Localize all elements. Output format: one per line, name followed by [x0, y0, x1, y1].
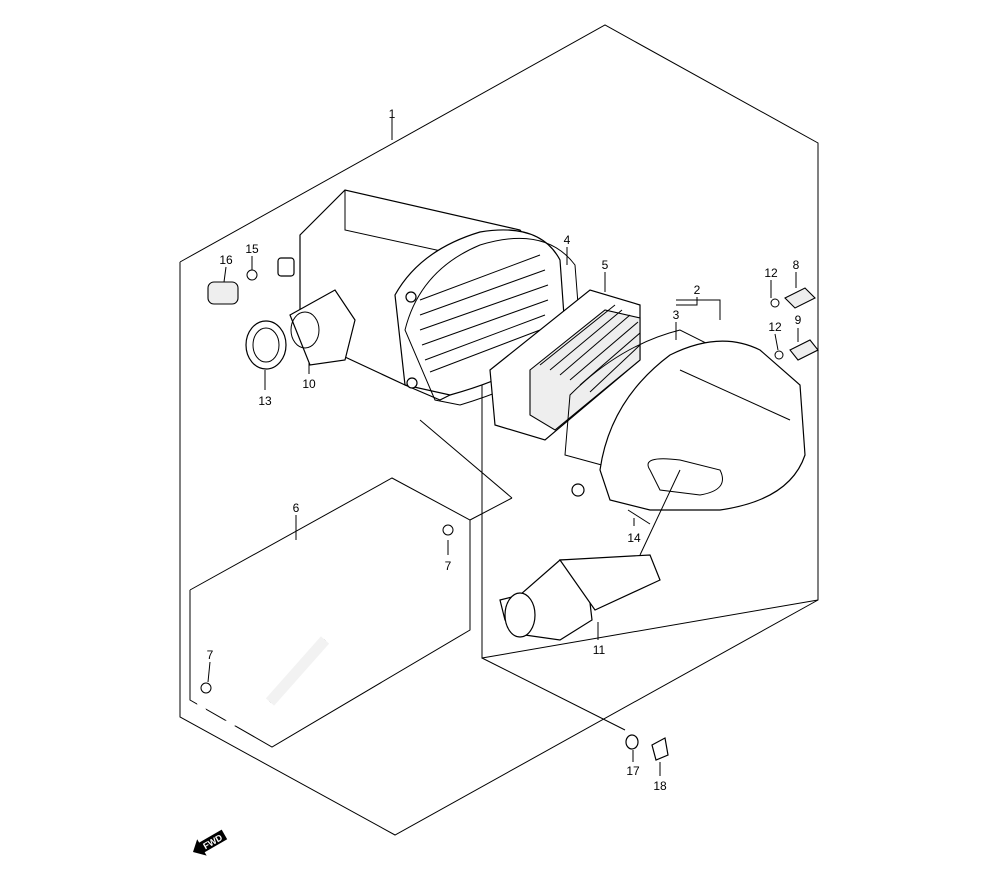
callout-6: 6 — [293, 501, 300, 515]
cover-gasket — [564, 329, 711, 471]
callout-11: 11 — [593, 643, 606, 657]
callout-15: 15 — [245, 242, 259, 256]
clamp — [245, 320, 287, 370]
callout-3: 3 — [673, 308, 680, 322]
callout-17: 17 — [626, 764, 640, 778]
callout-5: 5 — [602, 258, 609, 272]
air-filter-element — [489, 289, 641, 441]
washer — [625, 734, 639, 750]
cap — [207, 281, 239, 305]
callout-8: 8 — [793, 258, 800, 272]
callout-1: 1 — [389, 107, 396, 121]
intake-duct — [289, 289, 356, 366]
callout-18: 18 — [653, 779, 667, 793]
air-cleaner-cover — [571, 340, 806, 511]
clip — [246, 269, 258, 281]
drain-plug — [789, 339, 819, 361]
callout-9: 9 — [795, 313, 802, 327]
assembly-outline — [179, 24, 819, 836]
callout-13: 13 — [258, 394, 272, 408]
callout-7: 7 — [207, 648, 214, 662]
callout-16: 16 — [219, 253, 233, 267]
callout-12: 12 — [764, 266, 778, 280]
callout-14: 14 — [627, 531, 641, 545]
bolt — [651, 737, 669, 761]
plug — [784, 287, 816, 309]
callout-12: 12 — [768, 320, 782, 334]
screw — [627, 509, 651, 525]
hose-subbox — [189, 419, 513, 748]
callout-labels: 1 2 3 4 5 6 7 7 8 9 10 11 12 12 13 14 15… — [207, 107, 802, 793]
leader-lines — [207, 247, 799, 776]
small-parts — [196, 269, 819, 761]
fwd-arrow-icon: FWD — [193, 829, 228, 856]
callout-4: 4 — [564, 233, 571, 247]
callout-2: 2 — [694, 283, 701, 297]
callout-7: 7 — [445, 559, 452, 573]
callout-10: 10 — [302, 377, 316, 391]
